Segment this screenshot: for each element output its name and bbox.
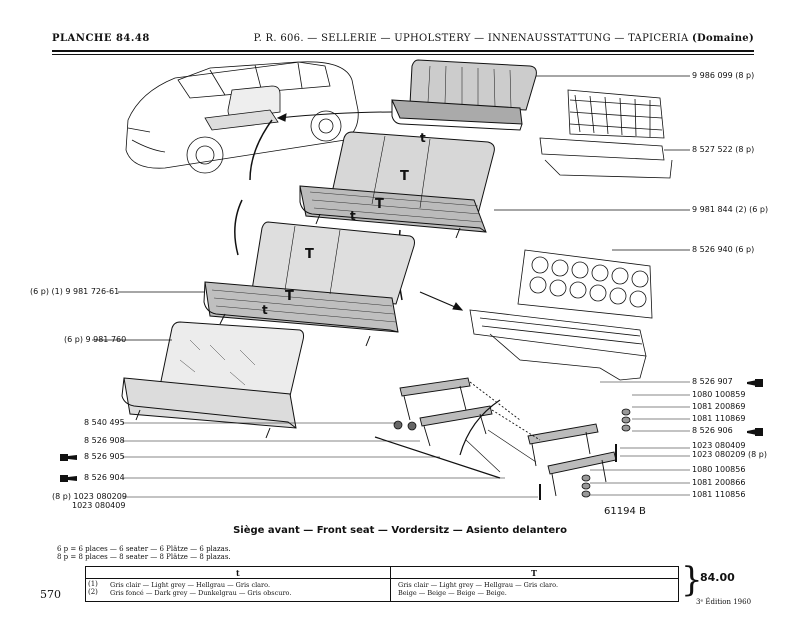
- car-sketch: [125, 61, 359, 174]
- seat-6p-lower: [203, 221, 415, 347]
- edition-note: 3ᵉ Édition 1960: [696, 598, 752, 606]
- title-de: INNENAUSSTATTUNG: [487, 33, 611, 44]
- table-cell-row2-T: Beige — Beige — Beige — Beige.: [398, 589, 507, 597]
- key-6p: 6 p = 6 places — 6 seater — 6 Plätze — 6…: [57, 545, 231, 553]
- brace-mark: }: [681, 560, 703, 600]
- row-tag-1: (1): [88, 580, 98, 588]
- callout-8526905: 8 526 905: [84, 452, 125, 461]
- label-T: T: [375, 197, 384, 212]
- label-T: T: [305, 247, 314, 262]
- seat-cover-6p: [121, 321, 305, 439]
- frame-8p: [539, 89, 673, 179]
- header-rule: [52, 50, 754, 52]
- figure-number: 61194 B: [604, 506, 646, 517]
- title-fr: SELLERIE: [321, 33, 377, 44]
- callout-1081200866: 1081 200866: [692, 478, 746, 487]
- seat-8p-top: [391, 59, 537, 131]
- callout-8526908: 8 526 908: [84, 436, 125, 445]
- callout-1081200869: 1081 200869: [692, 402, 746, 411]
- callout-1023080409-left: 1023 080409: [72, 501, 126, 510]
- callout-1081110856: 1081 110856: [692, 490, 746, 499]
- label-t: t: [350, 209, 356, 223]
- pointer-hand-icon: [60, 379, 763, 482]
- table-header-divider: [86, 578, 678, 579]
- callout-8527522: 8 527 522 (8 p): [692, 145, 755, 154]
- model-name: (Domaine): [692, 33, 754, 44]
- colour-table: t T Gris clair — Light grey — Hellgrau —…: [85, 566, 679, 602]
- callout-1023080209-8p: 1023 080209 (8 p): [692, 450, 767, 459]
- label-T: T: [400, 169, 409, 184]
- page-header-title: P. R. 606. — SELLERIE — UPHOLSTERY — INN…: [253, 33, 754, 44]
- table-cell-row2-t: Gris foncé — Dark grey — Dunkelgrau — Gr…: [110, 589, 292, 597]
- callout-1080100859: 1080 100859: [692, 390, 746, 399]
- callout-9986099: 9 986 099 (8 p): [692, 71, 755, 80]
- table-cell-row1-t: Gris clair — Light grey — Hellgrau — Gri…: [110, 581, 271, 589]
- callout-1081110869: 1081 110869: [692, 414, 746, 423]
- table-header-T: T: [531, 568, 537, 578]
- callout-9981760: (6 p) 9 981 760: [64, 335, 127, 344]
- frame-6p: [469, 249, 653, 381]
- key-8p: 8 p = 8 places — 8 seater — 8 Plätze — 8…: [57, 553, 231, 561]
- table-column-divider: [390, 567, 391, 601]
- callout-1023080409: 1023 080409: [692, 441, 746, 450]
- exploded-seat-illustration: t T T t T T t: [60, 59, 763, 500]
- callout-8540495: 8 540 495: [84, 418, 125, 427]
- page-number: 570: [40, 588, 61, 601]
- ref-code: P. R. 606.: [253, 33, 304, 44]
- plate-number: PLANCHE 84.48: [52, 33, 150, 44]
- label-T: T: [285, 289, 294, 304]
- price-value: 84.00: [700, 571, 735, 584]
- label-t: t: [262, 303, 268, 317]
- callout-8526906: 8 526 906: [692, 426, 733, 435]
- title-es: TAPICERIA: [628, 33, 689, 44]
- callout-8p-1023080209: (8 p) 1023 080209: [52, 492, 127, 501]
- seat-6p-middle: [299, 131, 495, 239]
- callout-9981844: 9 981 844 (2) (6 p): [692, 205, 769, 214]
- callout-8526907: 8 526 907: [692, 377, 733, 386]
- label-t: t: [420, 131, 426, 145]
- figure-caption: Siège avant — Front seat — Vordersitz — …: [233, 525, 567, 536]
- title-en: UPHOLSTERY: [394, 33, 471, 44]
- table-cell-row1-T: Gris clair — Light grey — Hellgrau — Gri…: [398, 581, 559, 589]
- car-seat-inset: [204, 85, 281, 131]
- callout-9981726: (6 p) (1) 9 981 726-61: [30, 287, 120, 296]
- callout-8526940: 8 526 940 (6 p): [692, 245, 755, 254]
- row-tag-2: (2): [88, 588, 98, 596]
- table-header-t: t: [236, 568, 240, 578]
- callout-8526904: 8 526 904: [84, 473, 125, 482]
- header-rule-thin: [52, 54, 754, 55]
- callout-1080100856: 1080 100856: [692, 465, 746, 474]
